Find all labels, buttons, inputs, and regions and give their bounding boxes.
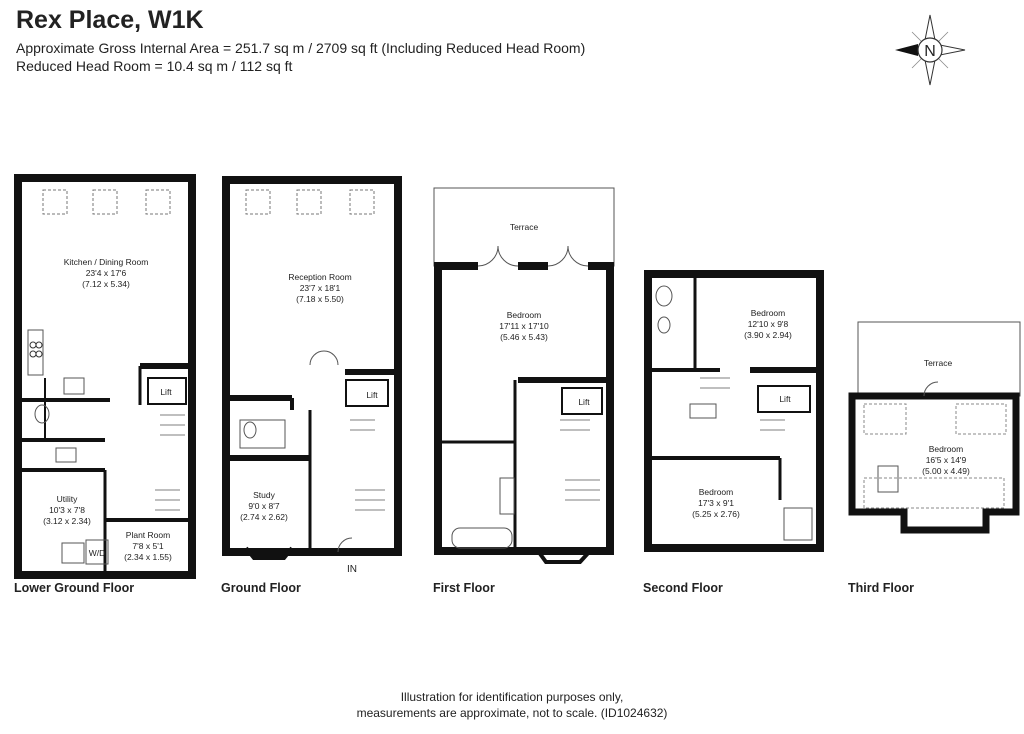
second-bedroom-b-imperial: 17'3 x 9'1	[698, 498, 734, 508]
first-floor-plan: Terrace Bedroom 17'11 x 17'10 (5.46 x 5.…	[433, 187, 615, 564]
wd-label: W/D	[89, 548, 106, 558]
lower-ground-floor-plan: Kitchen / Dining Room 23'4 x 17'6 (7.12 …	[14, 174, 196, 579]
second-bedroom-a-imperial: 12'10 x 9'8	[748, 319, 789, 329]
third-bedroom-metric: (5.00 x 4.49)	[922, 466, 970, 476]
second-floor-label: Second Floor	[643, 581, 723, 595]
third-bedroom-imperial: 16'5 x 14'9	[926, 455, 967, 465]
plant-room-label: Plant Room	[126, 530, 170, 540]
footer-line-1: Illustration for identification purposes…	[400, 690, 624, 704]
reception-metric: (7.18 x 5.50)	[296, 294, 344, 304]
reception-label: Reception Room	[288, 272, 351, 282]
utility-label: Utility	[57, 494, 79, 504]
gross-area-text: Approximate Gross Internal Area = 251.7 …	[16, 40, 586, 56]
first-floor-label: First Floor	[433, 581, 495, 595]
utility-imperial: 10'3 x 7'8	[49, 505, 85, 515]
compass-letter: N	[924, 43, 936, 60]
entrance-label: IN	[347, 564, 357, 575]
kitchen-metric: (7.12 x 5.34)	[82, 279, 130, 289]
study-label: Study	[253, 490, 275, 500]
second-bedroom-b-metric: (5.25 x 2.76)	[692, 509, 740, 519]
first-bedroom-metric: (5.46 x 5.43)	[500, 332, 548, 342]
kitchen-label: Kitchen / Dining Room	[64, 257, 149, 267]
compass-icon: N	[895, 14, 966, 86]
second-lift-label: Lift	[779, 394, 791, 404]
second-floor-plan: Bedroom 12'10 x 9'8 (3.90 x 2.94) Lift B…	[644, 270, 824, 552]
property-title: Rex Place, W1K	[16, 6, 204, 34]
utility-metric: (3.12 x 2.34)	[43, 516, 91, 526]
ground-lift-label: Lift	[366, 390, 378, 400]
kitchen-imperial: 23'4 x 17'6	[86, 268, 127, 278]
second-bedroom-a-label: Bedroom	[751, 308, 786, 318]
second-bedroom-a-metric: (3.90 x 2.94)	[744, 330, 792, 340]
first-lift-label: Lift	[578, 397, 590, 407]
ground-floor-plan: Reception Room 23'7 x 18'1 (7.18 x 5.50)…	[222, 176, 402, 575]
first-bedroom-imperial: 17'11 x 17'10	[499, 321, 549, 331]
reduced-head-room-text: Reduced Head Room = 10.4 sq m / 112 sq f…	[16, 58, 293, 74]
third-bedroom-label: Bedroom	[929, 444, 964, 454]
ground-floor-label: Ground Floor	[221, 581, 301, 595]
plant-room-metric: (2.34 x 1.55)	[124, 552, 172, 562]
plant-room-imperial: 7'8 x 5'1	[132, 541, 163, 551]
first-terrace-label: Terrace	[510, 222, 539, 232]
lower-ground-floor-label: Lower Ground Floor	[14, 581, 135, 595]
lower-lift-label: Lift	[160, 387, 172, 397]
third-floor-label: Third Floor	[848, 581, 914, 595]
study-imperial: 9'0 x 8'7	[248, 501, 279, 511]
reception-imperial: 23'7 x 18'1	[300, 283, 341, 293]
footer-line-2: measurements are approximate, not to sca…	[356, 706, 668, 720]
third-floor-plan: Terrace Bedroom 16'5 x 14'9 (5.00 x 4.49…	[848, 321, 1021, 534]
second-bedroom-b-label: Bedroom	[699, 487, 734, 497]
third-terrace-label: Terrace	[924, 358, 953, 368]
study-metric: (2.74 x 2.62)	[240, 512, 288, 522]
first-bedroom-label: Bedroom	[507, 310, 542, 320]
